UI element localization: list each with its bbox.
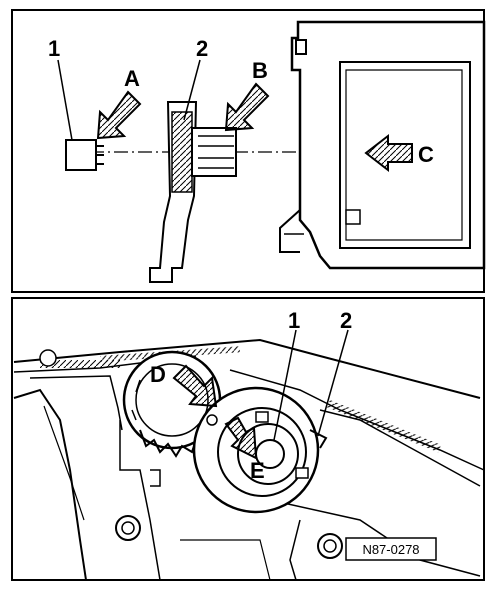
arrow-d-label: D bbox=[150, 362, 166, 387]
bulb-socket-part bbox=[65, 139, 104, 171]
connector-bracket-part bbox=[149, 101, 237, 283]
arrow-e bbox=[224, 416, 258, 460]
top-panel: 1 2 A B C bbox=[11, 9, 486, 293]
bottom-callout-2: 2 bbox=[340, 308, 352, 333]
bottom-panel: 1 2 D E N87-0278 bbox=[11, 297, 485, 581]
arrow-c bbox=[364, 133, 413, 173]
arrow-d bbox=[172, 364, 218, 408]
arrow-b bbox=[224, 82, 270, 132]
bottom-panel-frame bbox=[11, 297, 485, 581]
callout-1-leader-bottom bbox=[273, 329, 297, 441]
callout-2-leader-bottom bbox=[317, 329, 349, 437]
arrow-e-label: E bbox=[250, 458, 265, 483]
bottom-callout-1: 1 bbox=[288, 308, 300, 333]
callout-1-leader bbox=[57, 59, 73, 141]
reference-code-box: N87-0278 bbox=[345, 537, 437, 561]
arrow-a-label: A bbox=[124, 66, 140, 91]
top-callout-1: 1 bbox=[48, 36, 60, 61]
reference-code: N87-0278 bbox=[362, 542, 419, 557]
rear-housing bbox=[13, 338, 485, 581]
arrow-a bbox=[96, 90, 142, 140]
arrow-c-label: C bbox=[418, 142, 434, 167]
top-callout-2: 2 bbox=[196, 36, 208, 61]
callout-2-leader bbox=[183, 59, 201, 121]
arrow-b-label: B bbox=[252, 58, 268, 83]
